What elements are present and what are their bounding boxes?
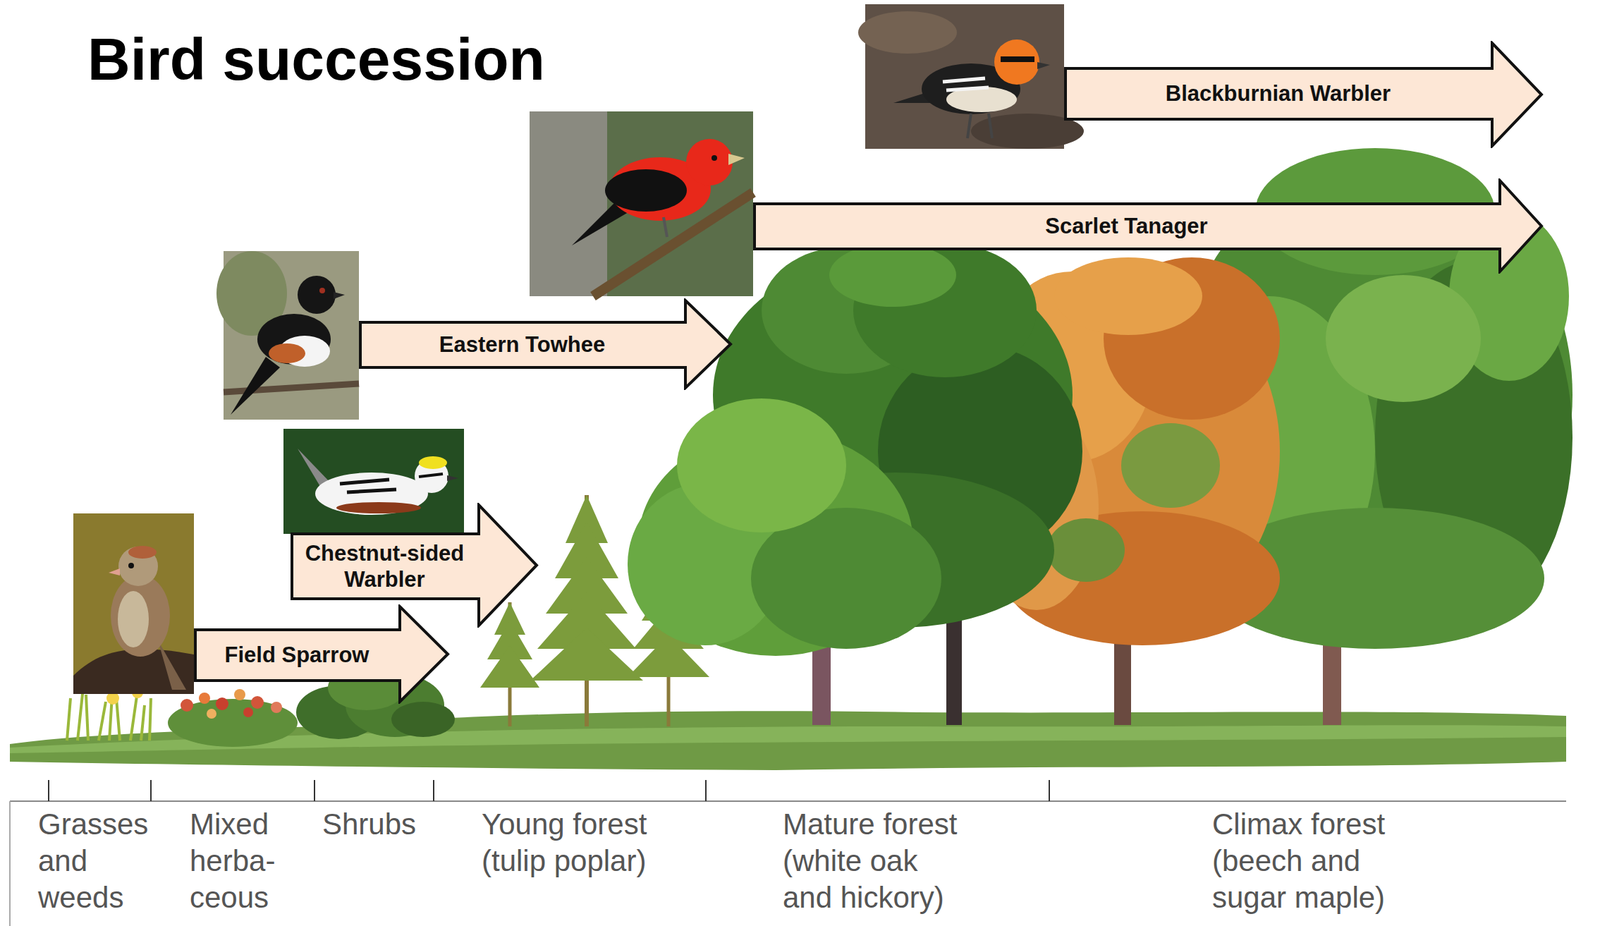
herb-mound <box>167 698 298 747</box>
arrow-outline <box>754 180 1542 272</box>
field-sparrow-photo <box>73 513 194 694</box>
stage-label: Climax forest (beech and sugar maple) <box>1212 805 1410 916</box>
arrow-text-area: Blackburnian Warbler <box>1064 68 1493 120</box>
blackburnian-photo <box>858 4 1084 149</box>
arrow-text-area: Field Sparrow <box>193 629 400 681</box>
arrow-outline <box>1065 43 1542 146</box>
stage-label: Mature forest (white oak and hickory) <box>782 805 970 916</box>
herb-flowers <box>180 688 283 719</box>
arrow-label-text: Chestnut-sided Warbler <box>301 540 469 593</box>
arrow-text-area: Eastern Towhee <box>358 322 686 368</box>
chestnut-sided-photo <box>283 428 464 534</box>
tanager-photo <box>529 111 754 297</box>
arrow-text-area: Scarlet Tanager <box>753 203 1500 249</box>
arrow-label-box: Chestnut-sided Warbler <box>290 502 539 628</box>
frame-line <box>9 801 11 926</box>
arrow-outline <box>291 504 537 626</box>
stage-label: Young forest (tulip poplar) <box>481 805 669 880</box>
arrow-label-box: Blackburnian Warbler <box>1064 40 1544 149</box>
arrow-label-text: Blackburnian Warbler <box>1165 80 1391 107</box>
arrow-label-box: Field Sparrow <box>193 604 450 704</box>
diagram-title: Bird succession <box>87 25 546 94</box>
arrow-label-box: Eastern Towhee <box>358 298 733 390</box>
mature-tree-front <box>627 398 942 725</box>
axis-ticks <box>48 779 1050 802</box>
arrow-label-box: Scarlet Tanager <box>753 178 1544 274</box>
arrow-label-text: Scarlet Tanager <box>1045 212 1208 240</box>
stage-label: Mixed herba- ceous <box>189 805 289 916</box>
stage-label: Grasses and weeds <box>38 805 158 916</box>
arrow-outline <box>360 300 731 388</box>
arrow-label-text: Field Sparrow <box>224 641 370 668</box>
arrow-label-text: Eastern Towhee <box>439 331 606 358</box>
stage-label: Shrubs <box>322 805 436 843</box>
arrow-text-area: Chestnut-sided Warbler <box>290 533 479 599</box>
axis-line <box>9 800 1567 802</box>
towhee-photo <box>216 251 359 420</box>
arrow-outline <box>195 606 448 702</box>
